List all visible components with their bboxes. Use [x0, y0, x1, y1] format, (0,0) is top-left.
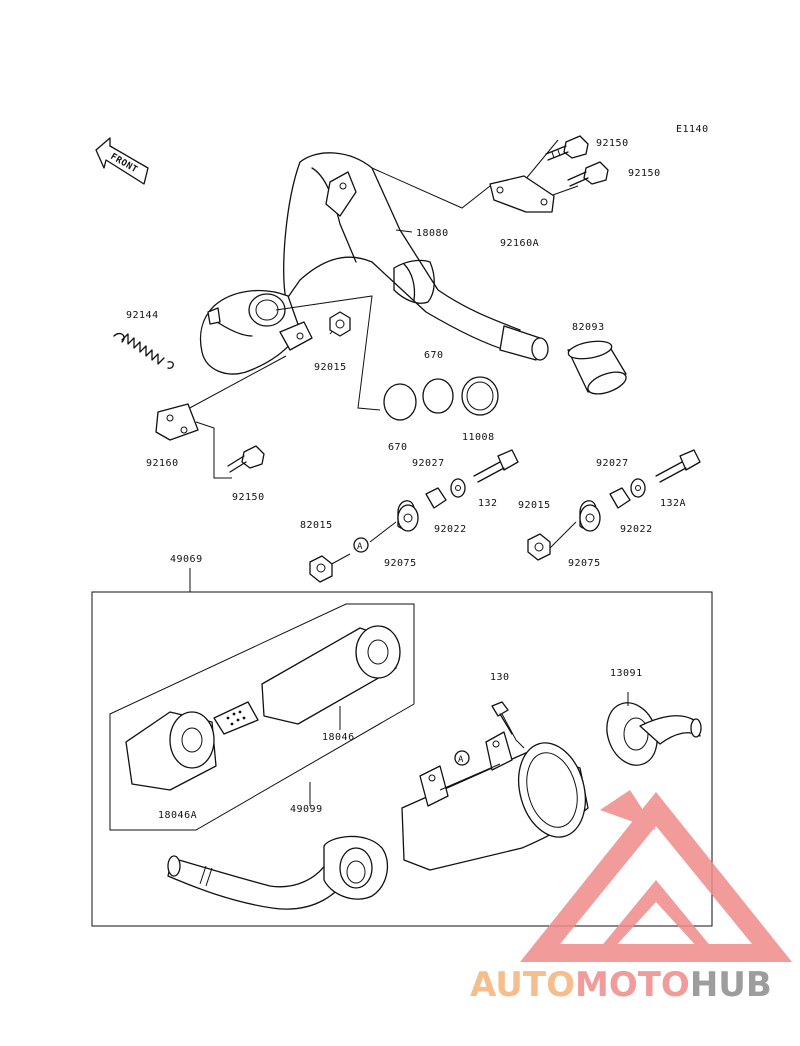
label-132A: 132A — [660, 498, 686, 509]
label-92022-b: 92022 — [620, 524, 653, 535]
silencer-body — [401, 731, 589, 871]
bolt-92150-left — [227, 445, 265, 473]
label-49069: 49069 — [170, 554, 203, 565]
bracket-92160 — [155, 403, 199, 441]
bolt-92150-top2 — [567, 161, 609, 187]
perforated-core — [213, 701, 259, 735]
end-cap-13091 — [606, 692, 702, 766]
callout-A-2: A — [454, 750, 470, 766]
bolt-92150-top1 — [545, 135, 589, 161]
watermark-hub: HUB — [690, 965, 772, 1005]
washer-92022-left — [450, 478, 466, 498]
label-18080: 18080 — [416, 228, 449, 239]
washer-92022-right — [630, 478, 646, 498]
callout-A-1: A — [353, 537, 369, 553]
label-13091: 13091 — [610, 668, 643, 679]
label-92015-b: 92015 — [518, 500, 551, 511]
nut-92015-upper — [329, 311, 351, 337]
bolt-132A — [655, 449, 701, 483]
watermark-moto: MOTO — [575, 965, 690, 1005]
label-92075-a: 92075 — [384, 558, 417, 569]
packing-18046A — [125, 711, 217, 791]
expansion-chamber — [199, 152, 549, 375]
label-92150-top2: 92150 — [628, 168, 661, 179]
label-130: 130 — [490, 672, 510, 683]
label-92027-b: 92027 — [596, 458, 629, 469]
label-18046: 18046 — [322, 732, 355, 743]
oring-670-left — [383, 383, 417, 421]
grommet-92075-right — [579, 500, 601, 532]
bolt-130 — [491, 701, 513, 735]
oring-670-right — [422, 378, 454, 414]
bracket-92160A — [489, 175, 555, 213]
label-49099: 49099 — [290, 804, 323, 815]
bolt-132 — [473, 449, 519, 483]
gasket-11008 — [461, 376, 499, 416]
collar-92027-left — [425, 487, 447, 509]
label-92150-left: 92150 — [232, 492, 265, 503]
front-arrow-icon: FRONT — [95, 137, 149, 185]
label-670-top: 670 — [424, 350, 444, 361]
label-11008: 11008 — [462, 432, 495, 443]
callout-A-label-2: A — [458, 755, 464, 765]
spring-92144 — [113, 332, 174, 369]
sleeve-82093 — [567, 340, 627, 395]
label-82093: 82093 — [572, 322, 605, 333]
silencer-inner-box — [109, 603, 415, 831]
diagram-id: E1140 — [676, 124, 709, 135]
label-132: 132 — [478, 498, 498, 509]
label-92015-upper: 92015 — [314, 362, 347, 373]
watermark-logo: AUTOMOTOHUB — [470, 790, 792, 1005]
label-82015: 82015 — [300, 520, 333, 531]
grommet-92075-left — [397, 500, 419, 532]
svg-text:AUTOMOTOHUB: AUTOMOTOHUB — [470, 965, 772, 1005]
label-92160: 92160 — [146, 458, 179, 469]
label-92160A: 92160A — [500, 238, 539, 249]
tail-pipe — [167, 835, 389, 910]
label-670-bottom: 670 — [388, 442, 408, 453]
silencer-assembly-box — [91, 591, 713, 927]
packing-18046 — [261, 625, 401, 730]
callout-A-label: A — [357, 542, 363, 552]
label-92027-a: 92027 — [412, 458, 445, 469]
label-18046A: 18046A — [158, 810, 197, 821]
watermark-auto: AUTO — [470, 965, 575, 1005]
label-92144: 92144 — [126, 310, 159, 321]
nut-92015-right — [527, 533, 551, 561]
collar-92027-right — [609, 487, 631, 509]
label-92150-top1: 92150 — [596, 138, 629, 149]
label-92022-a: 92022 — [434, 524, 467, 535]
label-92075-b: 92075 — [568, 558, 601, 569]
nut-82015 — [309, 555, 333, 583]
